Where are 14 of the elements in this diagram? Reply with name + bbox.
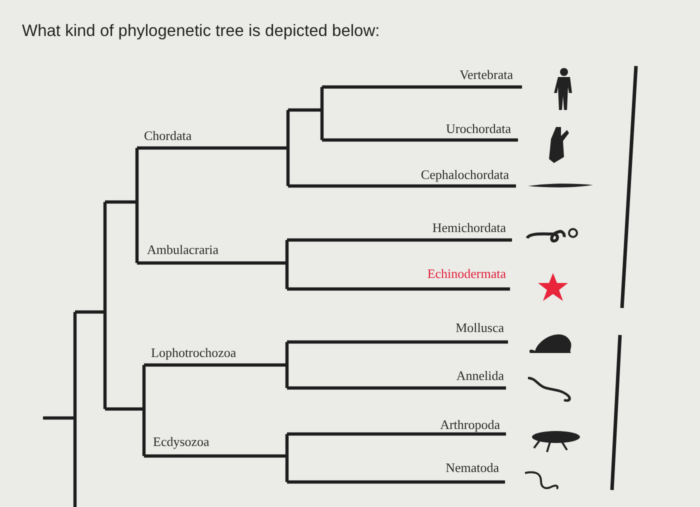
taxon-label: Hemichordata <box>432 220 506 236</box>
clade-label: Chordata <box>144 128 192 144</box>
clade-label: Ambulacraria <box>147 242 218 258</box>
question-title: What kind of phylogenetic tree is depicted below: <box>22 22 380 41</box>
taxon-label: Echinodermata <box>427 266 506 282</box>
clade-label: Lophotrochozoa <box>151 345 236 361</box>
taxon-label: Arthropoda <box>440 417 500 433</box>
taxon-label: Annelida <box>456 368 504 384</box>
taxon-label: Nematoda <box>446 460 499 476</box>
clade-label: Ecdysozoa <box>153 434 210 450</box>
taxon-label: Mollusca <box>456 320 504 336</box>
taxon-label: Cephalochordata <box>420 167 509 183</box>
taxon-label: Vertebrata <box>460 67 513 83</box>
taxon-label: Urochordata <box>446 121 511 137</box>
